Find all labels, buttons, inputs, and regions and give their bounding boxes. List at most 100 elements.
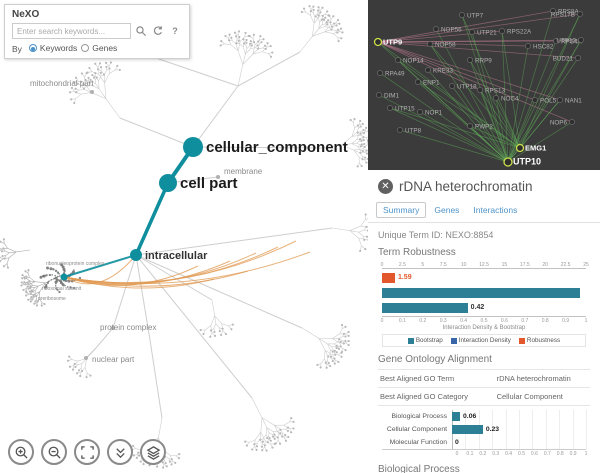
tree-leaf	[177, 457, 180, 460]
network-node-label[interactable]: UTP18	[457, 84, 477, 91]
network-node[interactable]	[395, 57, 401, 63]
reset-icon[interactable]	[151, 24, 165, 38]
zoom-out-button[interactable]	[41, 439, 67, 465]
tree-term-label[interactable]: membrane	[224, 167, 263, 176]
network-node[interactable]	[433, 26, 439, 32]
tree-term-label[interactable]: preribosome	[38, 296, 66, 302]
network-node[interactable]	[477, 87, 483, 93]
tab-interactions[interactable]: Interactions	[473, 205, 518, 215]
network-node[interactable]	[373, 37, 383, 47]
network-node-label[interactable]: ENP1	[423, 80, 440, 87]
network-node-label[interactable]: BUD21	[553, 56, 574, 63]
tree-node[interactable]	[130, 249, 142, 261]
tab-genes[interactable]: Genes	[434, 205, 460, 215]
network-node-label[interactable]: POL5	[540, 98, 557, 105]
network-node-label[interactable]: KRE33	[433, 68, 453, 75]
network-node[interactable]	[503, 157, 513, 167]
tree-term-label[interactable]: nuclear part	[92, 355, 135, 364]
tree-term-label[interactable]: mitochondrial part	[30, 79, 94, 88]
network-node[interactable]	[577, 11, 583, 17]
tree-branch	[214, 315, 217, 324]
tree-leaf	[335, 344, 338, 347]
tree-leaf	[356, 131, 359, 134]
network-node[interactable]	[427, 41, 433, 47]
network-node-label[interactable]: NOP14	[403, 58, 424, 65]
network-node-label[interactable]: RPA49	[385, 71, 405, 78]
tree-leaf	[329, 365, 332, 368]
network-node-label[interactable]: RRP9	[475, 58, 492, 65]
search-by-genes[interactable]: Genes	[81, 43, 117, 53]
network-node[interactable]	[499, 28, 505, 34]
network-node[interactable]	[550, 8, 556, 14]
zoom-fit-button[interactable]	[74, 439, 100, 465]
search-icon[interactable]	[134, 24, 148, 38]
network-node-label[interactable]: RPS13	[485, 88, 505, 95]
tab-summary[interactable]: Summary	[376, 202, 427, 218]
tree-node-label[interactable]: intracellular	[145, 250, 208, 262]
network-node-label[interactable]: DIM1	[384, 93, 400, 100]
tree-leaf	[31, 290, 34, 293]
zoom-in-button[interactable]	[8, 439, 34, 465]
network-node[interactable]	[525, 43, 531, 49]
network-node-label[interactable]: PWP2	[475, 124, 493, 131]
tree-node[interactable]	[183, 137, 203, 157]
tree-branch	[265, 427, 268, 435]
network-node[interactable]	[425, 67, 431, 73]
network-node-label[interactable]: RPS8A	[558, 9, 579, 16]
tree-leaf	[261, 449, 264, 452]
network-node-label[interactable]: UTP7	[467, 13, 484, 20]
network-node-label[interactable]: NOP58	[435, 42, 456, 49]
grid-line	[586, 423, 587, 436]
network-node[interactable]	[569, 119, 575, 125]
network-node-label[interactable]: EMG1	[525, 144, 546, 153]
network-node[interactable]	[575, 55, 581, 61]
tree-term-label[interactable]: ribosomal subunit	[42, 286, 82, 292]
network-node-label[interactable]: NOP6	[550, 120, 568, 127]
network-node-label[interactable]: NOP1	[425, 110, 443, 117]
network-node-label[interactable]: UTP9	[383, 38, 402, 47]
network-node[interactable]	[553, 38, 559, 44]
network-node-label[interactable]: RPS17B	[551, 12, 575, 19]
network-node[interactable]	[387, 105, 393, 111]
network-node[interactable]	[532, 97, 538, 103]
tree-leaf	[264, 47, 267, 50]
tree-term-label[interactable]: ribonucleoprotein complex	[46, 261, 105, 267]
network-node-label[interactable]: UTP13	[556, 38, 576, 45]
network-node[interactable]	[377, 70, 383, 76]
network-node-label[interactable]: NOP56	[441, 27, 462, 34]
tree-node-label[interactable]: cell part	[180, 175, 238, 192]
tree-node[interactable]	[159, 174, 177, 192]
network-node[interactable]	[417, 109, 423, 115]
close-icon[interactable]: ✕	[378, 179, 393, 194]
network-node[interactable]	[515, 143, 525, 153]
help-icon[interactable]: ?	[168, 24, 182, 38]
network-node[interactable]	[467, 123, 473, 129]
network-node[interactable]	[415, 79, 421, 85]
network-node[interactable]	[493, 95, 499, 101]
layers-button[interactable]	[140, 439, 166, 465]
network-node-label[interactable]: RPS22A	[507, 29, 532, 36]
tree-term-label[interactable]: protein complex	[100, 323, 156, 332]
network-node[interactable]	[449, 83, 455, 89]
network-node[interactable]	[467, 57, 473, 63]
network-node-label[interactable]: UTP15	[395, 106, 415, 113]
network-node[interactable]	[376, 92, 382, 98]
collapse-button[interactable]	[107, 439, 133, 465]
network-node-label[interactable]: HSC82	[533, 44, 554, 51]
tree-node[interactable]	[60, 273, 68, 281]
network-node-label[interactable]: RPS4A	[561, 39, 582, 46]
network-node[interactable]	[578, 37, 584, 43]
network-node[interactable]	[397, 127, 403, 133]
network-node[interactable]	[469, 29, 475, 35]
network-node-label[interactable]: NAN1	[565, 98, 582, 105]
network-node-label[interactable]: UTP21	[477, 30, 497, 37]
network-node-label[interactable]: UTP10	[513, 157, 541, 167]
search-input[interactable]	[12, 23, 131, 39]
tree-node-label[interactable]: cellular_component	[206, 139, 348, 156]
network-node-label[interactable]: NOC4	[501, 96, 519, 103]
network-node[interactable]	[459, 12, 465, 18]
network-node-label[interactable]: UTP8	[405, 128, 422, 135]
network-node[interactable]	[557, 97, 563, 103]
search-by-keywords[interactable]: Keywords	[28, 43, 77, 53]
